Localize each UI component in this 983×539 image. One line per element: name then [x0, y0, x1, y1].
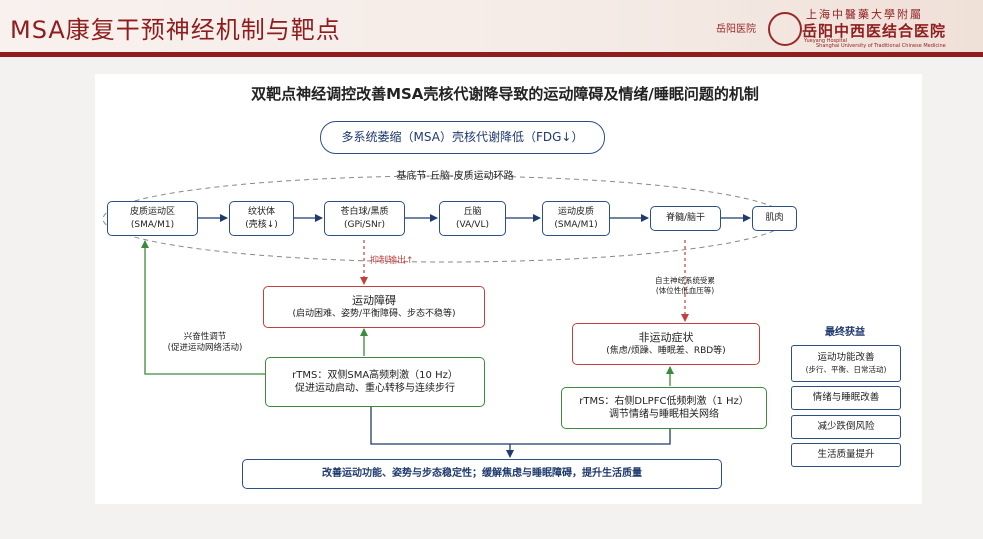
loop-label: 基底节-丘脑-皮质运动环路 — [396, 171, 514, 182]
autonomic-label-line1: 自主神经系统受累 — [655, 276, 715, 285]
node-spinal-brainstem: 脊髓/脑干 — [650, 206, 721, 231]
logo-en-line1: Yueyang Hospital — [804, 38, 848, 44]
node-sublabel: (GPi/SNr) — [344, 219, 385, 230]
excite-regulation-label: 兴奋性调节 (促进运动网络活动) — [150, 332, 260, 355]
node-sublabel: (壳核↓) — [245, 219, 278, 230]
node-label: 苍白球/黑质 — [340, 207, 389, 218]
slide-title: MSA康复干预神经机制与靶点 — [10, 16, 341, 44]
rtms-dlpfc-detail: 调节情绪与睡眠相关网络 — [609, 409, 719, 420]
rtms-sma-box: rTMS：双侧SMA高频刺激（10 Hz） 促进运动启动、重心转移与连续步行 — [265, 357, 485, 407]
node-striatum: 纹状体 (壳核↓) — [229, 201, 294, 236]
node-muscle: 肌肉 — [752, 206, 797, 231]
motor-disorder-title: 运动障碍 — [352, 293, 396, 307]
node-label: 脊髓/脑干 — [665, 213, 706, 224]
motor-disorder-box: 运动障碍 (启动困难、姿势/平衡障碍、步态不稳等) — [263, 286, 485, 328]
autonomic-label-line2: (体位性低血压等) — [655, 286, 715, 296]
rtms-sma-detail: 促进运动启动、重心转移与连续步行 — [295, 383, 455, 394]
outcome-box: 改善运动功能、姿势与步态稳定性；缓解焦虑与睡眠障碍，提升生活质量 — [242, 459, 722, 489]
autonomic-label: 自主神经系统受累 (体位性低血压等) — [615, 276, 755, 296]
hospital-logo: 岳阳医院 上海中醫藥大學附屬 岳阳中西医结合医院 Yueyang Hospita… — [716, 6, 976, 50]
outcome-text: 改善运动功能、姿势与步态稳定性；缓解焦虑与睡眠障碍，提升生活质量 — [322, 468, 642, 480]
benefit-label: 减少跌倒风险 — [817, 420, 875, 432]
msa-putamen-box: 多系统萎缩（MSA）壳核代谢降低（FDG↓） — [320, 121, 605, 154]
logo-top-text: 上海中醫藥大學附屬 — [806, 8, 923, 21]
node-gpi-snr: 苍白球/黑质 (GPi/SNr) — [324, 201, 405, 236]
inhibit-output-label: 抑制输出↑ — [370, 256, 414, 266]
excite-label-line1: 兴奋性调节 — [183, 332, 227, 342]
msa-putamen-text: 多系统萎缩（MSA）壳核代谢降低（FDG↓） — [341, 130, 584, 145]
node-label: 丘脑 — [463, 207, 482, 218]
benefits-title: 最终获益 — [825, 327, 865, 338]
rtms-dlpfc-title: rTMS：右侧DLPFC低频刺激（1 Hz） — [579, 395, 749, 407]
nonmotor-symptoms-box: 非运动症状 (焦虑/烦躁、睡眠差、RBD等) — [572, 323, 760, 365]
node-sublabel: (SMA/M1) — [130, 219, 175, 230]
node-cortex-motor-area: 皮质运动区 (SMA/M1) — [107, 201, 198, 236]
nonmotor-detail: (焦虑/烦躁、睡眠差、RBD等) — [606, 346, 726, 357]
excite-label-line2: (促进运动网络活动) — [167, 343, 243, 354]
rtms-dlpfc-box: rTMS：右侧DLPFC低频刺激（1 Hz） 调节情绪与睡眠相关网络 — [561, 387, 767, 429]
benefit-label: 运动功能改善 — [817, 352, 875, 364]
motor-disorder-detail: (启动困难、姿势/平衡障碍、步态不稳等) — [292, 309, 456, 320]
node-label: 皮质运动区 — [129, 207, 175, 218]
node-sublabel: (VA/VL) — [456, 219, 489, 230]
rtms-sma-title: rTMS：双侧SMA高频刺激（10 Hz） — [292, 369, 458, 381]
node-thalamus: 丘脑 (VA/VL) — [439, 201, 506, 236]
benefit-sublabel: (步行、平衡、日常活动) — [805, 364, 887, 374]
node-motor-cortex: 运动皮质 (SMA/M1) — [542, 201, 610, 236]
logo-small-text: 岳阳医院 — [716, 24, 756, 35]
node-label: 肌肉 — [765, 213, 784, 224]
logo-emblem-icon — [768, 12, 802, 46]
benefit-label: 情绪与睡眠改善 — [812, 391, 880, 403]
nonmotor-title: 非运动症状 — [638, 330, 694, 344]
diagram-title: 双靶点神经调控改善MSA壳核代谢降导致的运动障碍及情绪/睡眠问题的机制 — [251, 85, 759, 103]
diagram-canvas: 双靶点神经调控改善MSA壳核代谢降导致的运动障碍及情绪/睡眠问题的机制 — [95, 74, 922, 504]
benefit-mood-sleep: 情绪与睡眠改善 — [791, 386, 901, 410]
node-sublabel: (SMA/M1) — [554, 219, 598, 230]
logo-en-line2: Shanghai University of Traditional Chine… — [816, 43, 946, 49]
benefit-quality-of-life: 生活质量提升 — [791, 443, 901, 467]
header-divider — [0, 52, 983, 57]
benefit-motor-function: 运动功能改善 (步行、平衡、日常活动) — [791, 345, 901, 382]
logo-main-text: 岳阳中西医结合医院 — [802, 22, 947, 40]
slide-header: MSA康复干预神经机制与靶点 岳阳医院 上海中醫藥大學附屬 岳阳中西医结合医院 … — [0, 0, 983, 52]
node-label: 纹状体 — [247, 207, 275, 218]
benefit-label: 生活质量提升 — [817, 448, 875, 460]
benefit-fall-risk: 减少跌倒风险 — [791, 415, 901, 439]
node-label: 运动皮质 — [557, 207, 594, 218]
